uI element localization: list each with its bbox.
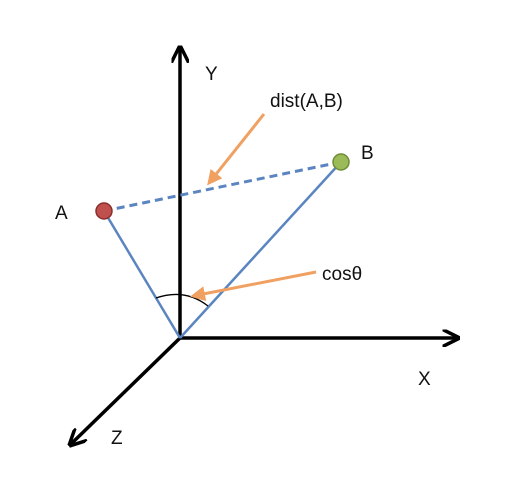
distance-label: dist(A,B) (270, 91, 343, 112)
point-b-label: B (361, 143, 374, 164)
point-b-marker (332, 153, 350, 171)
point-a-marker (95, 202, 113, 220)
angle-arc (155, 293, 209, 307)
z-axis-label: Z (111, 428, 123, 449)
z-axis (70, 336, 182, 445)
distance-line (103, 160, 342, 213)
vector-a (102, 210, 182, 339)
cosine-annotation-arrow (190, 270, 317, 302)
x-axis-label: X (418, 369, 431, 390)
cosine-label: cosθ (322, 264, 362, 285)
y-axis-label: Y (205, 64, 218, 85)
vector-b (179, 161, 342, 339)
distance-annotation-arrow (207, 113, 266, 186)
point-a-label: A (55, 203, 68, 224)
